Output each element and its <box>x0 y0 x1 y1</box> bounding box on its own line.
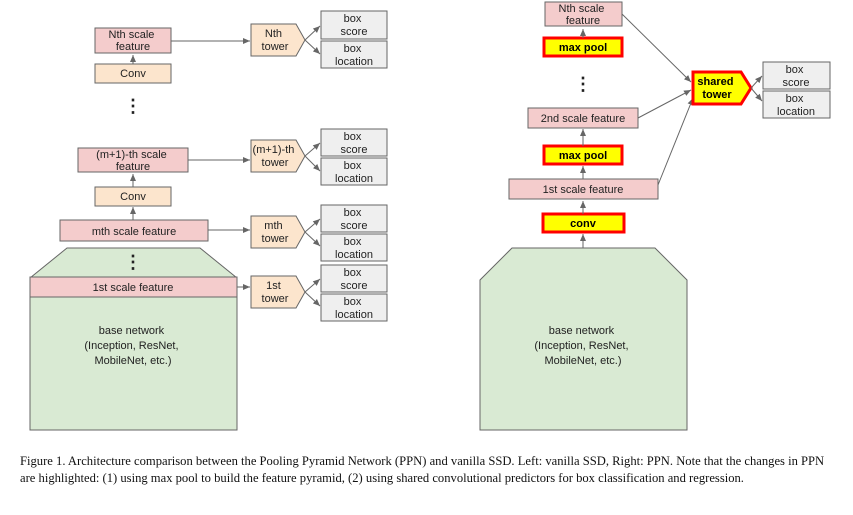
right-nth-scale-feature-label: Nth scale feature <box>559 3 608 27</box>
left-m1-tower <box>250 139 306 173</box>
left-ellipsis-lower: ⋮ <box>124 252 142 272</box>
right-ppn: base network (Inception, ResNet, MobileN… <box>479 1 831 431</box>
left-nth-tower-label: Nth tower <box>262 28 289 53</box>
left-conv-upper-label: Conv <box>120 68 146 80</box>
left-m1-box-outputs: box score box location <box>320 128 388 186</box>
left-first-box-outputs: box score box location <box>320 264 388 322</box>
left-mth-box-location-label: box location <box>335 236 373 261</box>
right-conv-label: conv <box>570 218 597 230</box>
left-arrow-nth-location <box>304 39 321 55</box>
right-box-location <box>762 90 831 119</box>
left-mth-tower <box>250 215 306 249</box>
left-m1-box-score-label: box score <box>341 131 368 156</box>
right-arrow-shared-score <box>750 75 763 89</box>
figure-caption: Figure 1. Architecture comparison betwee… <box>20 454 825 485</box>
left-vanilla-ssd: base network (Inception, ResNet, MobileN… <box>29 10 388 431</box>
left-base-network-label: base network (Inception, ResNet, MobileN… <box>84 325 181 367</box>
right-shared-tower-label: shared tower <box>697 76 736 101</box>
left-first-box-score-label: box score <box>341 267 368 292</box>
left-first-box-location-label: box location <box>335 296 373 321</box>
left-nth-tower <box>250 23 306 57</box>
right-box-location-label: box location <box>777 93 815 118</box>
right-box-score-label: box score <box>783 64 810 89</box>
right-shared-tower <box>691 70 753 106</box>
left-mth-scale-feature-label: mth scale feature <box>92 226 176 238</box>
left-ellipsis-upper: ⋮ <box>124 96 142 116</box>
left-first-box-score <box>320 264 388 293</box>
left-m1-box-score <box>320 128 388 157</box>
left-arrow-nth-score <box>304 25 321 41</box>
left-nth-box-score-label: box score <box>341 13 368 38</box>
right-arrow-first-shared <box>657 97 694 186</box>
architecture-diagram: base network (Inception, ResNet, MobileN… <box>29 1 831 431</box>
left-arrow-mth-location <box>304 231 321 247</box>
left-base-network-shape <box>29 247 238 431</box>
left-nth-scale-feature-label: Nth scale feature <box>109 29 158 53</box>
left-first-tower-label: 1st tower <box>262 280 289 305</box>
right-base-network-shape <box>479 247 688 431</box>
left-arrow-mth-score <box>304 218 321 233</box>
right-arrow-second-shared <box>637 89 692 119</box>
left-mth-box-location <box>320 233 388 262</box>
left-mth-box-outputs: box score box location <box>320 204 388 262</box>
right-max-pool-upper-label: max pool <box>559 42 607 54</box>
left-m1-box-location <box>320 157 388 186</box>
left-arrow-first-location <box>304 291 321 307</box>
left-mth-tower-label: mth tower <box>262 220 289 245</box>
right-ellipsis: ⋮ <box>574 74 592 94</box>
left-m1-scale-feature <box>77 147 189 173</box>
right-base-network-label: base network (Inception, ResNet, MobileN… <box>534 325 631 367</box>
right-arrow-shared-location <box>750 87 763 102</box>
left-first-scale-feature-label: 1st scale feature <box>93 282 174 294</box>
left-first-box-location <box>320 293 388 322</box>
left-nth-box-outputs: box score box location <box>320 10 388 69</box>
right-max-pool-lower-label: max pool <box>559 150 607 162</box>
left-nth-box-location <box>320 40 388 69</box>
left-first-tower <box>250 275 306 309</box>
left-nth-box-score <box>320 10 388 40</box>
right-box-score <box>762 61 831 90</box>
left-conv-lower-label: Conv <box>120 191 146 203</box>
left-arrow-m1-location <box>304 155 321 172</box>
left-m1-scale-feature-label: (m+1)-th scale feature <box>96 149 170 173</box>
right-first-scale-feature-label: 1st scale feature <box>543 184 624 196</box>
left-arrow-first-score <box>304 278 321 293</box>
right-second-scale-feature-label: 2nd scale feature <box>541 113 625 125</box>
left-nth-box-location-label: box location <box>335 43 373 68</box>
right-nth-scale-feature <box>544 1 623 27</box>
left-mth-box-score <box>320 204 388 233</box>
left-arrow-m1-score <box>304 142 321 157</box>
left-m1-box-location-label: box location <box>335 160 373 185</box>
left-mth-box-score-label: box score <box>341 207 368 232</box>
right-arrow-nth-shared <box>621 13 692 83</box>
left-m1-tower-label: (m+1)-th tower <box>253 144 298 169</box>
